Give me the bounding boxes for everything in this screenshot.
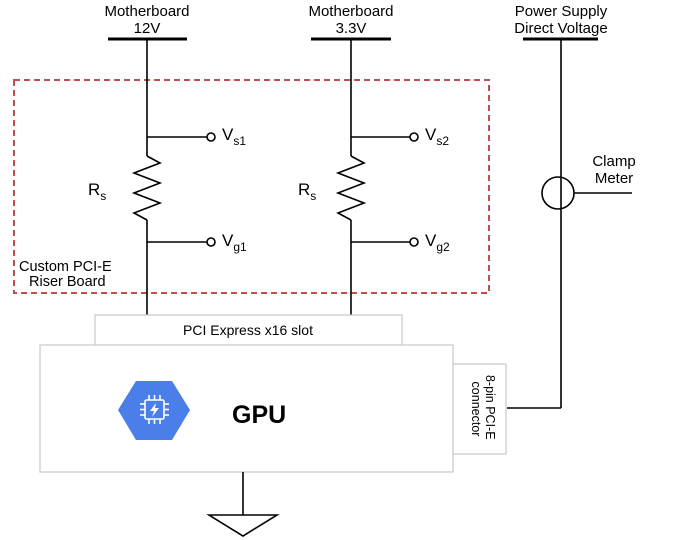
mb33-label-line1: Motherboard xyxy=(308,3,393,20)
gpu-label: GPU xyxy=(232,401,286,429)
riser-board-box xyxy=(13,79,490,294)
vg2-label: Vg2 xyxy=(425,231,450,254)
vg1-label: Vg1 xyxy=(222,231,247,254)
pcie-8pin-connector xyxy=(452,363,507,455)
vs1-terminal xyxy=(206,132,216,142)
rs-label-12v: Rs xyxy=(88,180,106,203)
branch-3v3 xyxy=(335,39,419,318)
psu-label-line1: Power Supply xyxy=(515,3,608,20)
pcie-slot xyxy=(94,314,403,346)
vs2-label: Vs2 xyxy=(425,125,449,148)
resistor-12v xyxy=(131,155,163,221)
psu-line xyxy=(507,39,632,409)
ground-icon xyxy=(206,472,280,537)
resistor-3v3 xyxy=(335,155,367,221)
vs2-terminal xyxy=(409,132,419,142)
vs1-label: Vs1 xyxy=(222,125,246,148)
gpu-board xyxy=(39,344,454,473)
rs-label-3v3: Rs xyxy=(298,180,316,203)
clamp-label-line1: Clamp xyxy=(592,153,635,170)
mb12-label-line2: 12V xyxy=(134,20,161,37)
mb33-label-line2: 3.3V xyxy=(336,20,367,37)
clamp-meter-icon xyxy=(541,176,575,210)
vg1-terminal xyxy=(206,237,216,247)
branch-12v xyxy=(131,39,216,318)
vg2-terminal xyxy=(409,237,419,247)
mb12-label-line1: Motherboard xyxy=(104,3,189,20)
pcie-slot-label: PCI Express x16 slot xyxy=(183,322,313,338)
gpu-chip-icon xyxy=(118,381,190,440)
connector-label: 8-pin PCI-E connector xyxy=(469,375,497,443)
riser-label-line1: Custom PCI-E xyxy=(19,259,112,275)
riser-label-line2: Riser Board xyxy=(29,274,106,290)
clamp-label-line2: Meter xyxy=(595,170,633,187)
psu-label-line2: Direct Voltage xyxy=(514,20,607,37)
